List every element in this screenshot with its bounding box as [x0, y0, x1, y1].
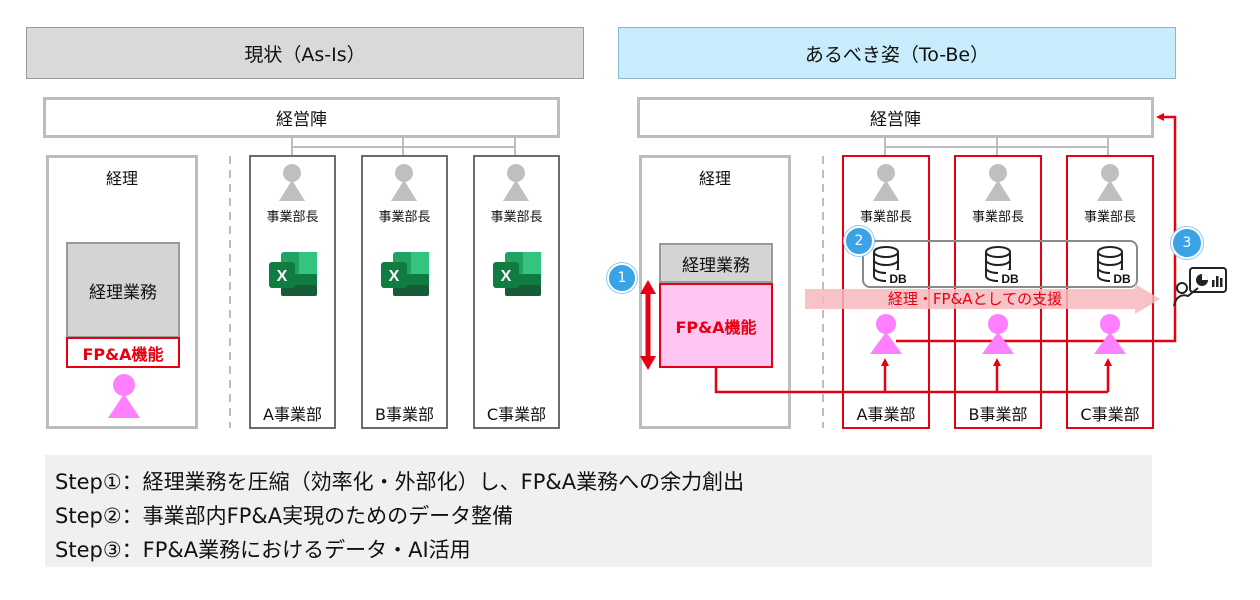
division-head-icon — [1097, 164, 1123, 201]
fpa-person-icon — [1094, 314, 1126, 354]
analytics-presenter-icon — [1173, 267, 1227, 307]
management-box-asis: 経営陣 — [43, 97, 560, 138]
fpa-box-asis: FP&A機能 — [66, 337, 180, 368]
division-head-label: 事業部長 — [1083, 210, 1136, 225]
management-box-tobe: 経営陣 — [637, 97, 1154, 138]
division-head-label: 事業部長 — [378, 210, 431, 225]
step-3-badge: 3 — [1171, 227, 1203, 259]
step-2-number: 2 — [854, 233, 864, 249]
as-is-header-label: 現状（As-Is） — [244, 43, 366, 66]
steps-notes-box: Step①：経理業務を圧縮（効率化・外部化）し、FP&A業務への余力創出 Ste… — [45, 455, 1152, 567]
database-icon: DB — [985, 246, 1022, 286]
step-1-number: 1 — [617, 270, 627, 286]
division-name-label: A事業部 — [263, 405, 322, 424]
excel-icon: X — [269, 252, 317, 296]
support-arrow — [805, 284, 1160, 314]
division-head-icon — [503, 164, 529, 201]
excel-letter: X — [501, 268, 512, 285]
step-3-text: Step③：FP&A業務におけるデータ・AI活用 — [55, 538, 471, 562]
fpa-label: FP&A機能 — [82, 344, 164, 364]
step-1-text: Step①：経理業務を圧縮（効率化・外部化）し、FP&A業務への余力創出 — [55, 470, 745, 494]
division-head-icon — [873, 164, 899, 201]
division-head-label: 事業部長 — [490, 210, 543, 225]
accounting-work-label: 経理業務 — [89, 282, 157, 303]
db-group-box — [862, 240, 1138, 288]
division-name-label: B事業部 — [375, 405, 434, 424]
to-be-header-label: あるべき姿（To-Be） — [804, 43, 990, 66]
excel-icon: X — [493, 252, 541, 296]
division-name-label: C事業部 — [1080, 405, 1140, 424]
fpa-person-icon — [982, 314, 1014, 354]
accounting-title: 経理 — [105, 169, 138, 188]
to-be-header: あるべき姿（To-Be） — [618, 27, 1176, 79]
division-name-label: C事業部 — [486, 405, 547, 424]
database-icon: DB — [1097, 246, 1134, 286]
division-head-icon — [985, 164, 1011, 201]
step-2-badge: 2 — [844, 226, 874, 256]
db-label: DB — [889, 272, 907, 286]
division-name-label: B事業部 — [968, 405, 1028, 424]
accounting-work-label: 経理業務 — [682, 255, 750, 276]
fpa-label: FP&A機能 — [675, 317, 757, 337]
db-label: DB — [1113, 272, 1131, 286]
step-3-number: 3 — [1182, 235, 1192, 251]
division-name-label: A事業部 — [856, 405, 916, 424]
step-2-text: Step②：事業部内FP&A実現のためのデータ整備 — [55, 504, 514, 528]
accounting-work-box-tobe: 経理業務 — [659, 243, 773, 283]
division-head-label: 事業部長 — [971, 210, 1024, 225]
fpa-person-icon — [870, 314, 902, 354]
fpa-box-tobe: FP&A機能 — [659, 283, 773, 368]
management-label: 経営陣 — [276, 110, 327, 130]
division-head-icon — [391, 164, 417, 201]
excel-letter: X — [277, 268, 288, 285]
division-head-icon — [279, 164, 305, 201]
fpa-person-icon — [108, 374, 140, 418]
as-is-header: 現状（As-Is） — [26, 27, 584, 79]
division-head-label: 事業部長 — [266, 210, 319, 225]
division-head-label: 事業部長 — [859, 210, 912, 225]
excel-icon: X — [381, 252, 429, 296]
db-label: DB — [1001, 272, 1019, 286]
accounting-work-box-asis: 経理業務 — [66, 242, 180, 338]
support-arrow-label: 経理・FP&Aとしての支援 — [887, 290, 1063, 308]
step-1-badge: 1 — [607, 263, 637, 293]
accounting-title: 経理 — [698, 169, 731, 188]
excel-letter: X — [389, 268, 400, 285]
management-label: 経営陣 — [870, 110, 921, 130]
database-icon: DB — [873, 246, 910, 286]
